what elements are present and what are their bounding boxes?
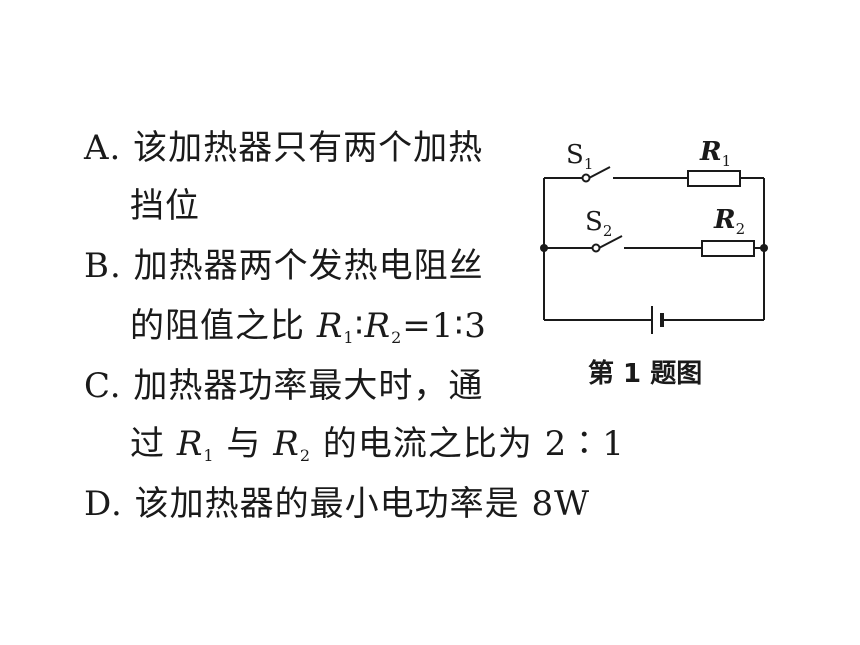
junction-right xyxy=(760,244,768,252)
option-c-r1: R xyxy=(176,424,204,464)
option-c-line2: 过 R1 与 R2 的电流之比为 2∶1 xyxy=(130,424,625,476)
option-b-r1-sub: 1 xyxy=(343,328,355,347)
option-c-r1-sub: 1 xyxy=(203,446,215,465)
option-b-line1: B. 加热器两个发热电阻丝 xyxy=(84,246,484,286)
option-b-ratio: =1∶3 xyxy=(402,306,487,346)
junction-left xyxy=(540,244,548,252)
option-d-line: D. 该加热器的最小电功率是 8W xyxy=(84,484,591,524)
option-c-suffix: 的电流之比为 2∶1 xyxy=(311,424,625,464)
option-b-r1: R xyxy=(316,306,344,346)
label-s1: S1 xyxy=(566,140,593,173)
option-b-prefix: 的阻值之比 xyxy=(130,306,317,346)
label-r2: R2 xyxy=(713,205,745,238)
switch-s2-pivot xyxy=(591,243,601,253)
option-c-line1: C. 加热器功率最大时，通 xyxy=(84,366,484,406)
switch-s1-blade xyxy=(588,166,611,179)
option-c-r2: R xyxy=(273,424,300,464)
figure-caption: 第 1 题图 xyxy=(588,358,702,389)
option-c-r2-sub: 2 xyxy=(299,446,312,465)
option-c-prefix: 过 xyxy=(130,424,177,464)
option-a-line2: 挡位 xyxy=(130,186,200,226)
option-a-line1: A. 该加热器只有两个加热 xyxy=(84,128,484,168)
switch-s1-pivot xyxy=(581,173,591,183)
label-s2: S2 xyxy=(585,207,612,240)
option-b-r2: R xyxy=(364,306,392,346)
option-c-mid: 与 xyxy=(214,424,274,464)
option-b-r2-sub: 2 xyxy=(391,328,403,347)
resistor-r2 xyxy=(701,240,755,257)
switch-s2-blade xyxy=(598,235,623,249)
resistor-r1 xyxy=(687,170,741,187)
option-b-line2: 的阻值之比 R1∶R2=1∶3 xyxy=(130,306,487,358)
option-b-colon: ∶ xyxy=(354,306,365,346)
label-r1: R1 xyxy=(699,137,731,170)
